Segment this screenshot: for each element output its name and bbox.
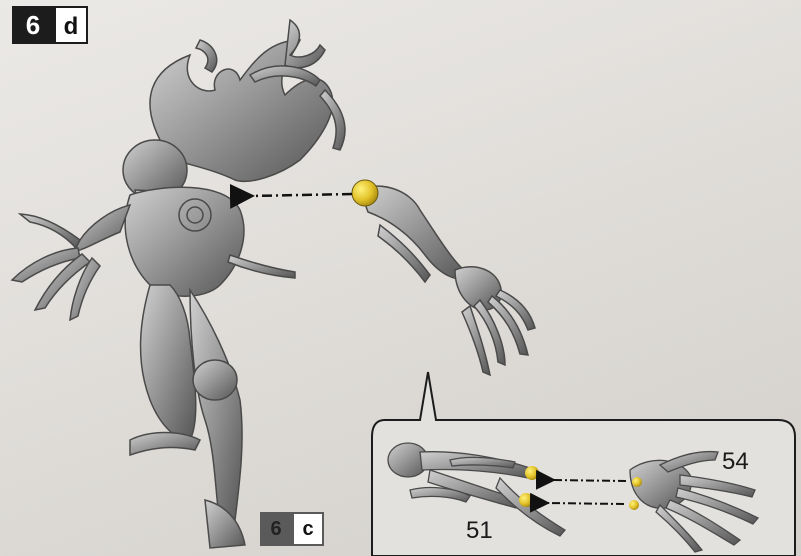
joint-ball bbox=[352, 180, 378, 206]
socket-lower bbox=[629, 500, 639, 510]
part-number-51: 51 bbox=[466, 517, 493, 545]
assembly-arrow bbox=[250, 194, 352, 196]
callout-arrow-lower bbox=[546, 503, 624, 504]
reference-step-number: 6 bbox=[260, 512, 292, 546]
monster-figure bbox=[12, 20, 345, 548]
reference-step-letter: c bbox=[292, 512, 324, 546]
socket-upper bbox=[632, 477, 642, 487]
arm-part bbox=[360, 186, 535, 375]
joint-ball-upper bbox=[525, 466, 539, 480]
part-number-54: 54 bbox=[722, 448, 749, 476]
joint-ball-lower bbox=[519, 493, 533, 507]
reference-step-badge: 6 c bbox=[260, 512, 324, 546]
